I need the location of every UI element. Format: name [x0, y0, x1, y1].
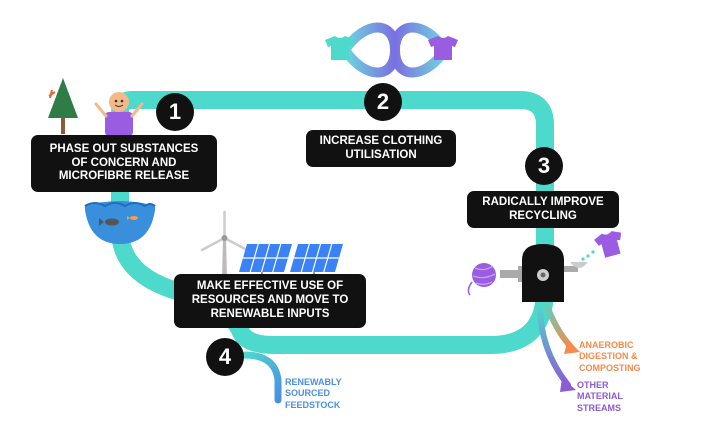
anaerobic-line: COMPOSTING [579, 362, 641, 373]
anaerobic-line: DIGESTION & [579, 351, 638, 362]
step-3-label: RADICALLY IMPROVE RECYCLING [467, 191, 619, 228]
feedstock-line: RENEWABLY [285, 377, 342, 387]
other-line: STREAMS [577, 402, 622, 413]
step-1-number: 1 [156, 93, 194, 131]
step-2-line: INCREASE CLOTHING [319, 134, 443, 147]
step-4-line: RESOURCES AND MOVE TO [191, 294, 349, 307]
circular-loop-path [111, 91, 554, 354]
wind-turbine-icon [200, 210, 249, 280]
step-4-label: MAKE EFFECTIVE USE OF RESOURCES AND MOVE… [174, 274, 366, 328]
feedstock-line: SOURCED [285, 388, 331, 399]
step-3-number: 3 [525, 147, 563, 185]
other-flow [537, 302, 571, 388]
step-2-line: UTILISATION [345, 148, 417, 161]
step-2-number: 2 [364, 83, 402, 121]
step-4-line: RENEWABLE INPUTS [210, 307, 330, 320]
other-streams-label: OTHER MATERIAL STREAMS [577, 380, 623, 414]
other-line: OTHER [577, 380, 609, 390]
step-2-label: INCREASE CLOTHING UTILISATION [306, 130, 456, 167]
water-fish-icon [84, 201, 156, 244]
infinity-shirts-icon [325, 22, 458, 78]
step-3-line: RECYCLING [509, 209, 577, 222]
anaerobic-label: ANAEROBIC DIGESTION & COMPOSTING [579, 340, 641, 374]
feedstock-flow [241, 351, 282, 404]
other-line: MATERIAL [577, 391, 623, 402]
recycling-machine-icon [500, 244, 595, 302]
anaerobic-line: ANAEROBIC [579, 340, 634, 350]
step-4-number: 4 [206, 338, 244, 376]
feedstock-label: RENEWABLY SOURCED FEEDSTOCK [285, 377, 342, 411]
anaerobic-arrow-icon [564, 340, 580, 354]
yarn-ball-icon [467, 263, 496, 296]
person-icon [94, 92, 144, 136]
feedstock-line: FEEDSTOCK [285, 399, 341, 410]
step-1-label: PHASE OUT SUBSTANCES OF CONCERN AND MICR… [31, 135, 217, 192]
step-1-line: MICROFIBRE RELEASE [58, 170, 190, 183]
tshirt-icon [594, 231, 622, 258]
step-3-line: RADICALLY IMPROVE [482, 195, 604, 208]
step-4-line: MAKE EFFECTIVE USE OF [196, 280, 344, 293]
other-arrow-icon [560, 378, 576, 392]
tree-icon [48, 78, 78, 134]
step-1-line: OF CONCERN AND [71, 156, 177, 169]
step-1-line: PHASE OUT SUBSTANCES [49, 142, 199, 155]
